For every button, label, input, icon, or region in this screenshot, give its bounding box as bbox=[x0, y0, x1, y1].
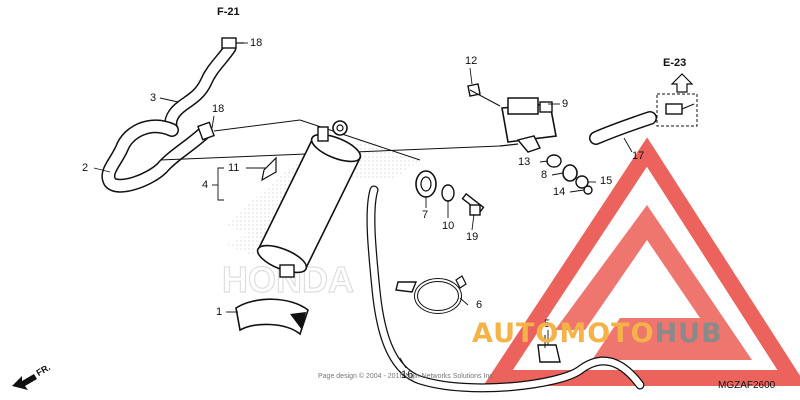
callout-7: 7 bbox=[422, 209, 429, 221]
bolt-19 bbox=[461, 192, 485, 216]
callout-1: 1 bbox=[216, 306, 223, 318]
callout-3: 3 bbox=[150, 92, 157, 104]
collar-13 bbox=[546, 154, 562, 168]
leader-lines bbox=[93, 42, 633, 369]
callout-11: 11 bbox=[228, 162, 240, 174]
callout-12: 12 bbox=[465, 55, 478, 67]
callout-6: 6 bbox=[476, 299, 483, 311]
nut-14 bbox=[583, 185, 593, 195]
connector-box bbox=[656, 93, 698, 127]
copyright-text: Page design © 2004 - 2016 Ngin Networks … bbox=[318, 373, 495, 380]
bolt-12 bbox=[467, 83, 501, 107]
callout-13: 13 bbox=[518, 156, 531, 168]
callout-16: 16 bbox=[401, 369, 414, 381]
callout-17: 17 bbox=[632, 150, 645, 162]
grommet bbox=[415, 170, 437, 198]
hose-clip bbox=[395, 275, 467, 314]
callout-2: 2 bbox=[82, 162, 89, 174]
rubber-8 bbox=[562, 164, 578, 182]
diagram-code: MGZAF2600 bbox=[718, 380, 776, 391]
watermark-part1: AUTOMOTO bbox=[472, 318, 655, 349]
callout-18-top: 18 bbox=[250, 37, 263, 49]
purge-control-valve bbox=[499, 97, 557, 153]
callout-10: 10 bbox=[442, 220, 455, 232]
front-direction-arrow-icon bbox=[12, 374, 37, 390]
callout-4: 4 bbox=[202, 179, 209, 191]
watermark-part2: HUB bbox=[654, 318, 723, 349]
automotohub-triangle-logo bbox=[483, 137, 800, 386]
callout-19: 19 bbox=[466, 231, 479, 243]
callout-8: 8 bbox=[541, 169, 548, 181]
callout-5: 5 bbox=[544, 318, 551, 330]
callout-9: 9 bbox=[562, 98, 569, 110]
callout-14: 14 bbox=[553, 186, 566, 198]
canister-band bbox=[235, 298, 309, 336]
evap-canister bbox=[256, 120, 362, 278]
clamp-5 bbox=[537, 335, 561, 363]
washer bbox=[441, 184, 455, 202]
ref-e23[interactable]: E-23 bbox=[663, 57, 687, 69]
clamp-18-middle bbox=[197, 121, 215, 141]
callout-15: 15 bbox=[600, 175, 613, 187]
callout-18-middle: 18 bbox=[212, 103, 225, 115]
ref-f21[interactable]: F-21 bbox=[217, 6, 240, 18]
automotohub-watermark: AUTOMOTOHUB bbox=[472, 318, 723, 349]
e23-up-arrow-icon bbox=[670, 73, 694, 93]
